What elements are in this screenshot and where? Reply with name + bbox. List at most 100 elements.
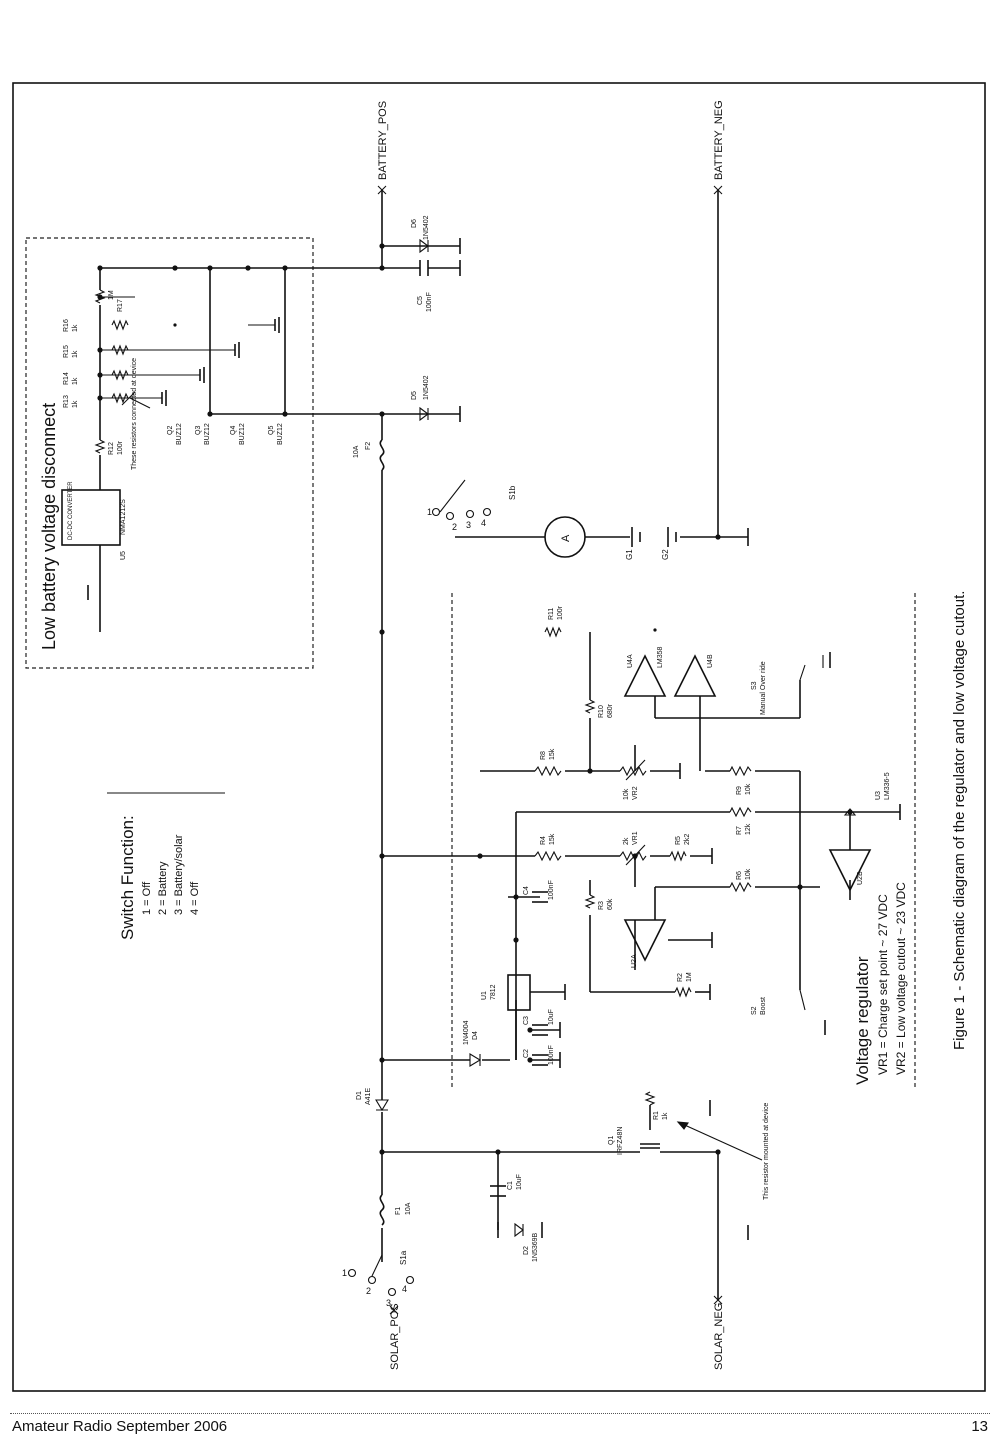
label-d4: D4 xyxy=(472,1031,479,1040)
resistor-r11 xyxy=(544,626,562,638)
vr1-note: VR1 = Charge set point ~ 27 VDC xyxy=(876,894,890,1075)
opamp-u4a xyxy=(623,654,667,697)
switch-item-4: 4 = Off xyxy=(189,881,201,915)
label-d5: D5 xyxy=(411,391,418,400)
label-s2-desc: Boost xyxy=(760,997,767,1015)
label-r8-val: 15k xyxy=(549,748,556,760)
label-r11: R11 xyxy=(548,608,555,620)
fuse-f2 xyxy=(379,439,385,471)
label-c2-val: 100nF xyxy=(548,1045,555,1065)
label-q4-part: BUZ12 xyxy=(239,423,246,445)
label-u5: U5 xyxy=(120,551,127,560)
label-u3-part: LM336-5 xyxy=(884,772,891,800)
resistor-r8 xyxy=(534,765,562,777)
label-r3: R3 xyxy=(598,901,605,910)
label-s3: S3 xyxy=(751,681,758,690)
label-u2a: U2A xyxy=(631,954,638,968)
label-vr2-val: 10k xyxy=(623,788,630,800)
label-c4-val: 100nF xyxy=(548,880,555,900)
label-u1-part: 7812 xyxy=(490,984,497,1000)
label-r8: R8 xyxy=(540,751,547,760)
label-r4-val: 15k xyxy=(549,833,556,845)
label-c2: C2 xyxy=(523,1049,530,1058)
resistor-r15 xyxy=(111,344,129,356)
label-vr1-val: 2k xyxy=(623,837,630,845)
note-resistor-mounted: This resistor mounted at device xyxy=(763,1103,770,1200)
rotated-labels: Figure 1 - Schematic diagram of the regu… xyxy=(39,100,968,1370)
label-r6: R6 xyxy=(736,871,743,880)
label-r12: R12 xyxy=(108,442,115,455)
label-u4a: U4A xyxy=(627,654,634,668)
switch-item-3: 3 = Battery/solar xyxy=(173,834,185,915)
svg-text:3: 3 xyxy=(386,1298,391,1308)
label-d6: D6 xyxy=(411,219,418,228)
diode-d2 xyxy=(514,1222,524,1238)
resistor-r2 xyxy=(674,986,692,998)
label-q1-part: IRFZ48N xyxy=(617,1127,624,1155)
label-r5: R5 xyxy=(675,836,682,845)
voltage-regulator-title: Voltage regulator xyxy=(853,956,872,1085)
resistor-r17 xyxy=(94,289,106,304)
label-r2-val: 1M xyxy=(686,972,693,982)
resistor-r7 xyxy=(729,806,752,818)
label-d6-part: 1N5402 xyxy=(423,215,430,240)
label-d1-part: A41E xyxy=(365,1088,372,1105)
svg-text:2: 2 xyxy=(452,522,457,532)
resistor-r12 xyxy=(94,439,106,454)
label-u2b: U2B xyxy=(857,871,864,885)
switch-function-title: Switch Function: xyxy=(118,815,137,940)
fuse-f1 xyxy=(379,1194,385,1226)
label-c4: C4 xyxy=(523,886,530,895)
annotation-arrows xyxy=(129,397,763,1161)
switch-item-2: 2 = Battery xyxy=(157,861,169,915)
label-q1: Q1 xyxy=(608,1136,615,1145)
label-r13-val: 1k xyxy=(72,400,79,408)
label-s1a: S1a xyxy=(399,1250,408,1265)
svg-text:1: 1 xyxy=(342,1268,347,1278)
pot-vr1 xyxy=(619,850,647,862)
label-r12-val: 100r xyxy=(117,440,124,455)
footer-page-number: 13 xyxy=(971,1418,988,1435)
resistor-r16 xyxy=(111,319,129,331)
label-r1-val: 1k xyxy=(662,1112,669,1120)
svg-text:4: 4 xyxy=(481,518,486,528)
vr2-note: VR2 = Low voltage cutout ~ 23 VDC xyxy=(894,882,908,1075)
label-r17-val: 1M xyxy=(108,290,115,300)
net-battery-neg: BATTERY_NEG xyxy=(713,100,725,180)
label-r10-val: 680r xyxy=(607,703,614,718)
svg-text:1: 1 xyxy=(427,507,432,517)
opamp-u4b xyxy=(673,654,717,697)
label-q5-part: BUZ12 xyxy=(277,423,284,445)
wiring xyxy=(99,190,900,1300)
label-r15-val: 1k xyxy=(72,350,79,358)
diode-d6 xyxy=(419,238,429,254)
opamp-u2a xyxy=(623,919,667,962)
label-r4: R4 xyxy=(540,836,547,845)
net-battery-pos: BATTERY_POS xyxy=(377,101,389,180)
label-r16-val: 1k xyxy=(72,324,79,332)
figure-frame xyxy=(12,82,986,1392)
diode-d1 xyxy=(375,1099,389,1112)
svg-text:3: 3 xyxy=(466,520,471,530)
net-solar-pos: SOLAR_POS xyxy=(389,1303,401,1370)
zener-u3 xyxy=(843,808,857,816)
label-r17: R17 xyxy=(117,299,124,312)
junction-dots xyxy=(97,243,853,1155)
resistors xyxy=(94,289,752,1106)
svg-text:2: 2 xyxy=(366,1286,371,1296)
label-meter: A xyxy=(560,534,572,542)
resistor-r5 xyxy=(669,850,687,862)
label-s3-desc: Manual Over ride xyxy=(760,661,767,715)
label-r7-val: 12k xyxy=(745,823,752,835)
label-r5-val: 2k2 xyxy=(684,834,691,845)
diode-d4 xyxy=(469,1053,482,1067)
label-r14: R14 xyxy=(63,372,70,385)
footer-publication: Amateur Radio September 2006 xyxy=(12,1418,228,1435)
label-u5-part: NMA1212S xyxy=(120,499,127,535)
label-q4: Q4 xyxy=(230,426,237,435)
label-d5-part: 1N5402 xyxy=(423,375,430,400)
resistor-r13 xyxy=(111,392,129,404)
op-amps xyxy=(623,654,872,962)
diodes xyxy=(375,238,857,1238)
